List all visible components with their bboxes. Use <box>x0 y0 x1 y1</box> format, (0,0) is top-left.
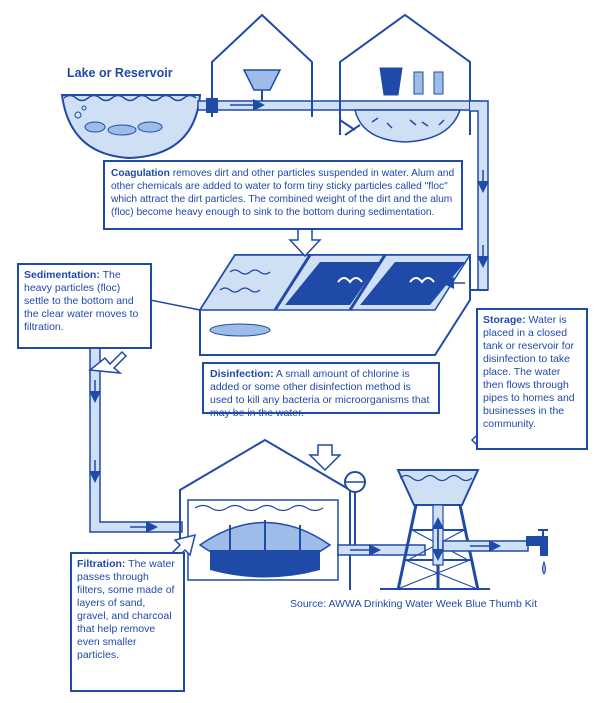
coagulation-box: Coagulation removes dirt and other parti… <box>103 160 463 230</box>
chlorine-injector <box>344 471 366 545</box>
lake-label: Lake or Reservoir <box>67 66 173 80</box>
coagulation-text: removes dirt and other particles suspend… <box>111 168 455 218</box>
sedimentation-title: Sedimentation: <box>24 269 100 281</box>
sedimentation-box: Sedimentation: The heavy particles (floc… <box>17 263 152 349</box>
disinfection-text: A small amount of chlorine is added or s… <box>210 368 430 419</box>
lake-reservoir <box>60 94 202 160</box>
filtration-box: Filtration: The water passes through fil… <box>70 552 185 692</box>
sedimentation-pointer-arrow <box>88 350 128 374</box>
sedimentation-text: The heavy particles (floc) settle to the… <box>24 269 139 333</box>
disinfection-title: Disinfection: <box>210 368 274 380</box>
source-credit: Source: AWWA Drinking Water Week Blue Th… <box>290 598 538 610</box>
filtration-title: Filtration: <box>77 558 126 570</box>
disinfection-pointer-arrow <box>308 444 342 472</box>
filtration-house <box>179 438 426 590</box>
coagulation-house <box>339 13 471 143</box>
coagulation-pointer-arrow <box>288 227 322 258</box>
sedimentation-basin <box>198 254 488 356</box>
pipe-to-sedimentation <box>470 100 489 291</box>
chemical-feed-house <box>211 13 313 117</box>
storage-box: Storage: Water is placed in a closed tan… <box>476 308 588 450</box>
filtration-text: The water passes through filters, some m… <box>77 558 175 661</box>
storage-text: Water is placed in a closed tank or rese… <box>483 314 575 430</box>
storage-title: Storage: <box>483 314 526 326</box>
distribution-pipe <box>442 529 548 575</box>
disinfection-box: Disinfection: A small amount of chlorine… <box>202 362 440 419</box>
coagulation-title: Coagulation <box>111 168 170 179</box>
water-tower <box>380 469 490 591</box>
